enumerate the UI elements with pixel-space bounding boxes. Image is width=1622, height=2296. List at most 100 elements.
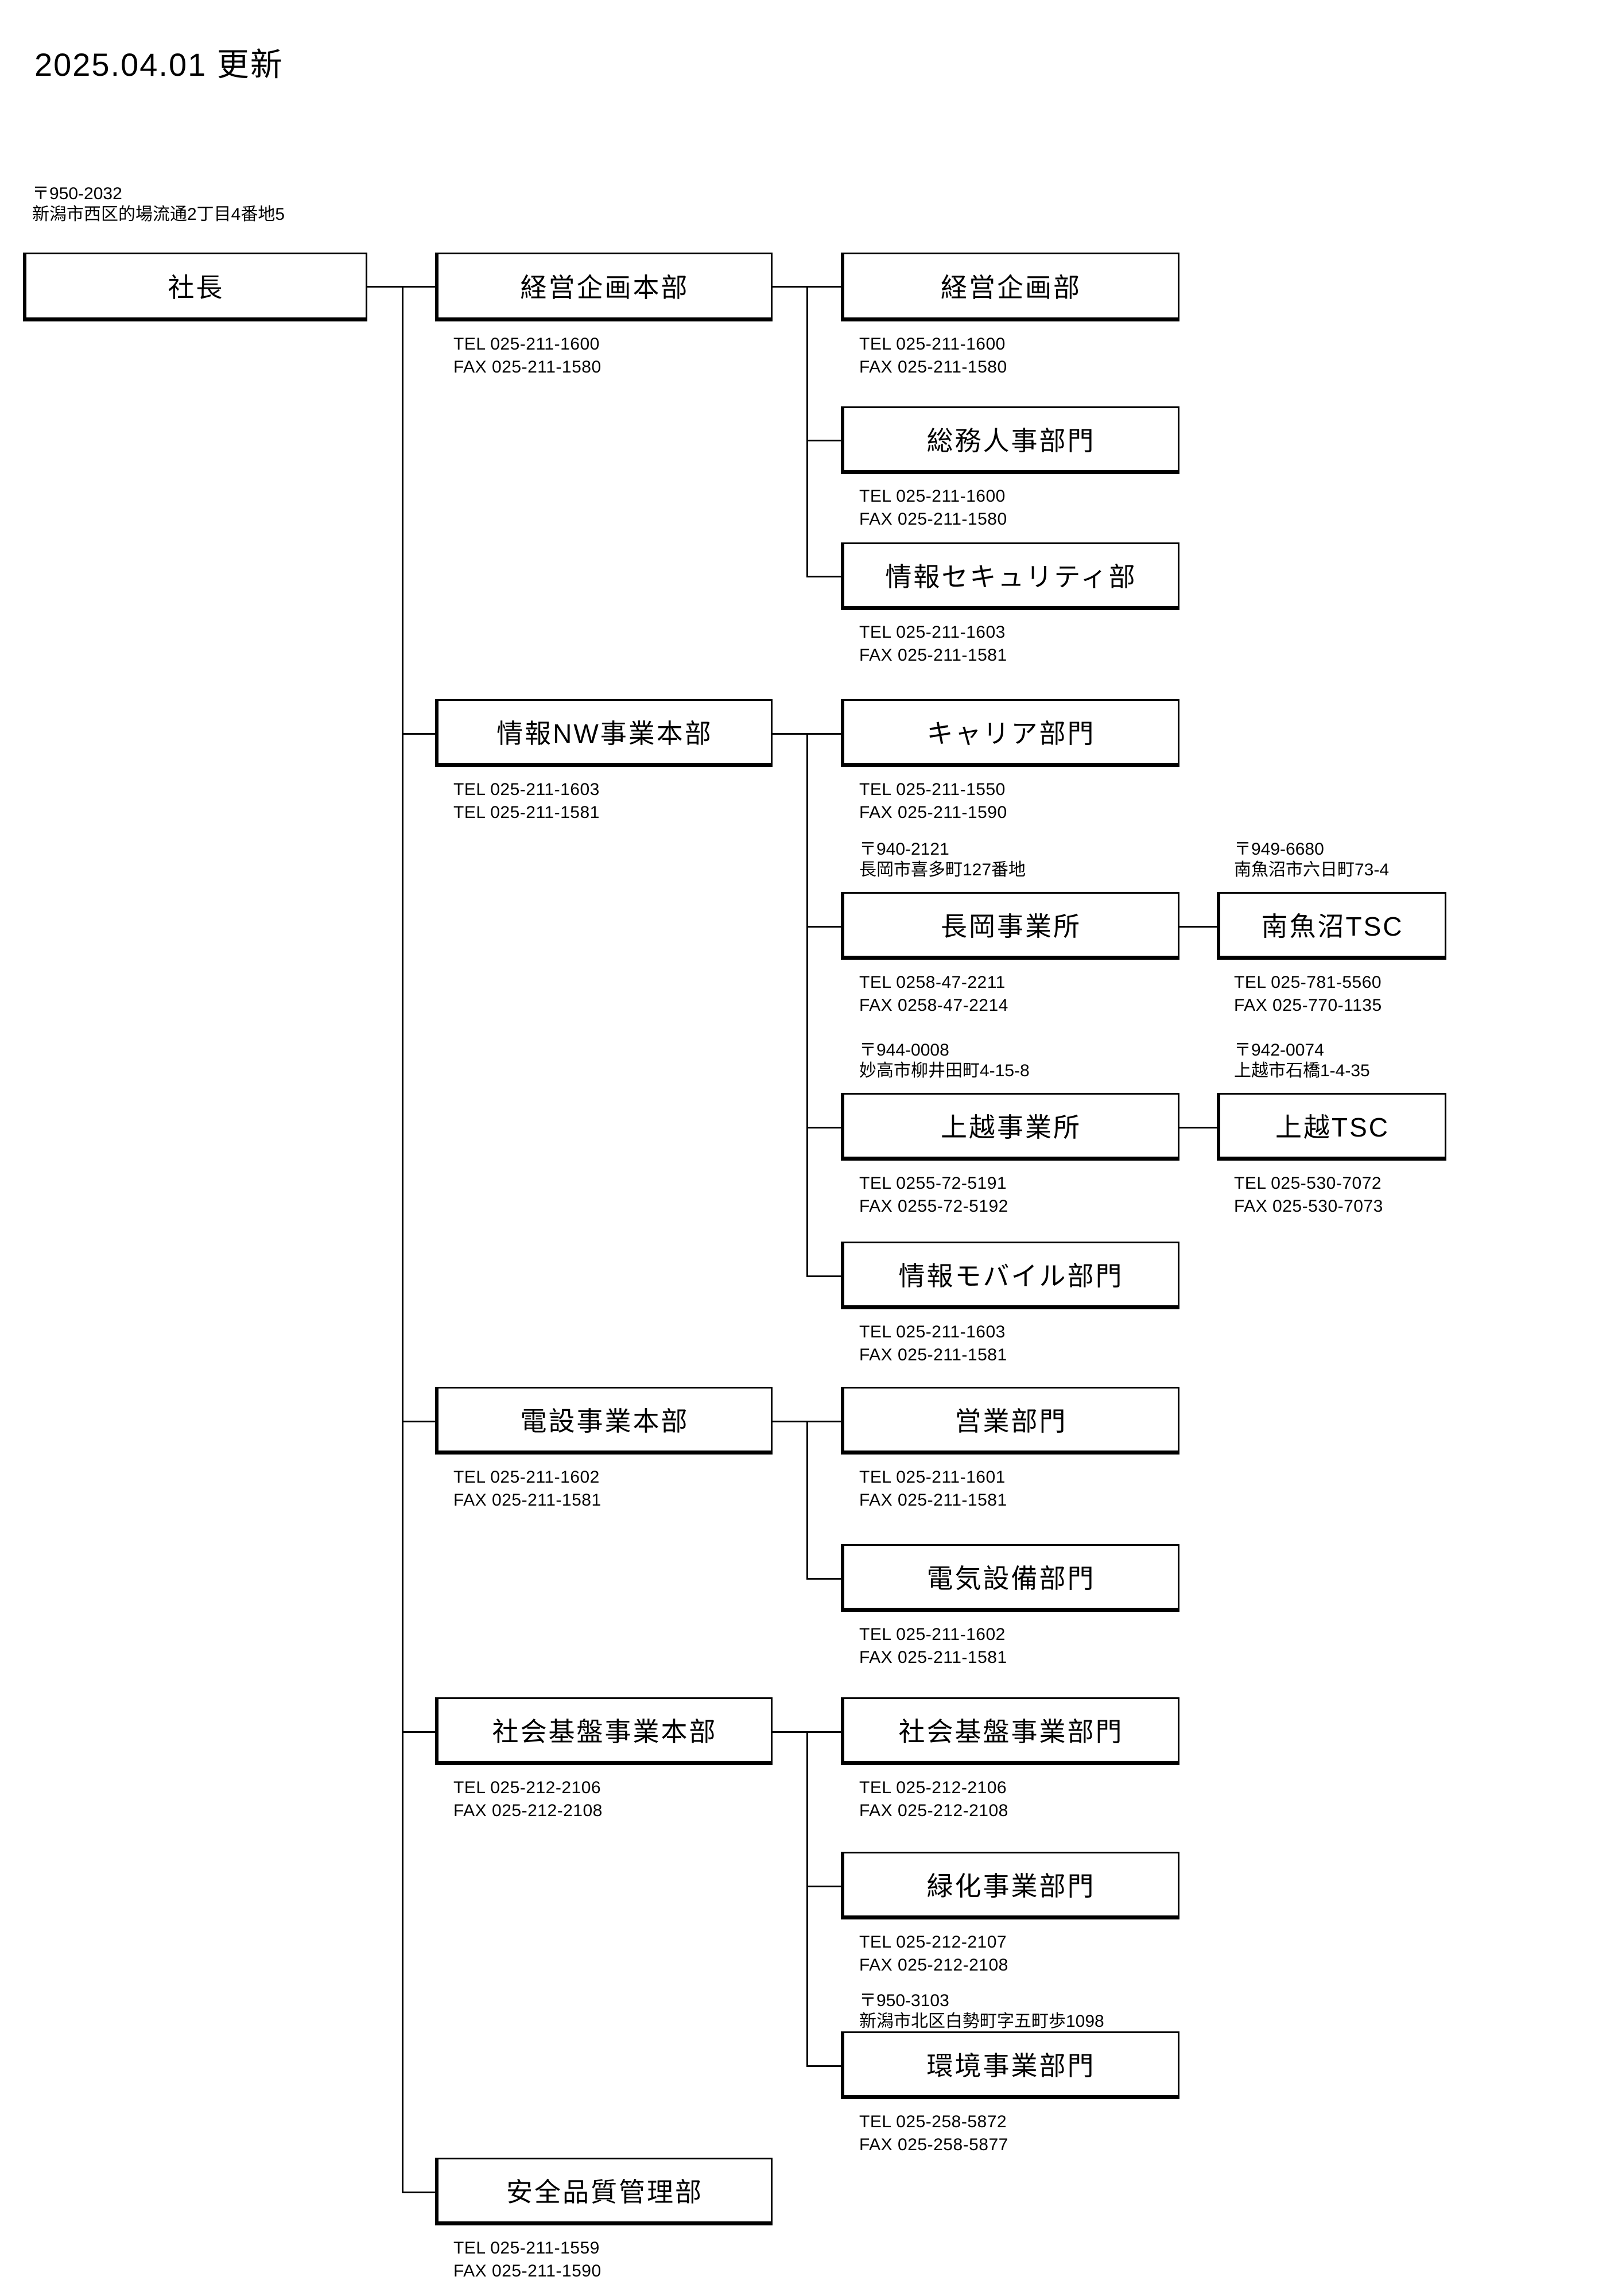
node-hq-infonw[interactable]: 情報NW事業本部 xyxy=(435,699,773,767)
connector-to-dept-security xyxy=(806,576,842,577)
contact-hq-densetsu-fax: FAX 025-211-1581 xyxy=(453,1491,602,1510)
contact-dept-safety-tel: TEL 025-211-1559 xyxy=(453,2239,600,2258)
contact-dept-safety: TEL 025-211-1559 FAX 025-211-1590 xyxy=(453,2237,602,2283)
connector-to-dept-sales xyxy=(806,1421,842,1422)
address-dept-environment-street: 新潟市北区白勢町字五町歩1098 xyxy=(859,2012,1104,2031)
connector-to-dept-environment xyxy=(806,2065,842,2067)
contact-dept-carrier-fax: FAX 025-211-1590 xyxy=(859,803,1007,822)
node-dept-carrier-label: キャリア部門 xyxy=(926,719,1096,748)
node-office-nagaoka[interactable]: 長岡事業所 xyxy=(841,892,1179,960)
node-dept-security[interactable]: 情報セキュリティ部 xyxy=(841,542,1179,610)
connector-to-office-joetsu xyxy=(806,1127,842,1128)
address-tsc-joetsu: 〒942-0074 上越市石橋1-4-35 xyxy=(1234,1040,1370,1081)
contact-office-joetsu-tel: TEL 0255-72-5191 xyxy=(859,1174,1007,1193)
contact-dept-security-fax: FAX 025-211-1581 xyxy=(859,646,1007,665)
connector-branch-planning xyxy=(806,286,808,576)
contact-dept-environment: TEL 025-258-5872 FAX 025-258-5877 xyxy=(859,2111,1008,2157)
node-office-joetsu-label: 上越事業所 xyxy=(941,1112,1081,1142)
address-tsc-joetsu-postal: 〒942-0074 xyxy=(1234,1041,1324,1060)
contact-dept-electric: TEL 025-211-1602 FAX 025-211-1581 xyxy=(859,1623,1007,1669)
connector-nagaoka-to-minamiuonuma-tsc xyxy=(1179,926,1219,928)
address-office-nagaoka-street: 長岡市喜多町127番地 xyxy=(859,860,1026,879)
node-hq-densetsu[interactable]: 電設事業本部 xyxy=(435,1387,773,1455)
address-tsc-joetsu-street: 上越市石橋1-4-35 xyxy=(1234,1061,1370,1080)
node-dept-hr[interactable]: 総務人事部門 xyxy=(841,406,1179,474)
address-office-joetsu-postal: 〒944-0008 xyxy=(859,1041,949,1060)
contact-dept-carrier-tel: TEL 025-211-1550 xyxy=(859,780,1006,799)
contact-dept-infra-fax: FAX 025-212-2108 xyxy=(859,1801,1008,1820)
connector-trunk-main xyxy=(402,286,403,2192)
contact-hq-infra-tel: TEL 025-212-2106 xyxy=(453,1778,602,1797)
connector-to-dept-mobile xyxy=(806,1275,842,1277)
connector-hq-densetsu-out xyxy=(772,1421,808,1422)
contact-dept-sales-tel: TEL 025-211-1601 xyxy=(859,1468,1006,1487)
address-dept-environment-postal: 〒950-3103 xyxy=(859,1991,949,2010)
node-dept-planning[interactable]: 経営企画部 xyxy=(841,253,1179,321)
node-hq-planning-label: 経営企画本部 xyxy=(520,273,689,302)
node-office-joetsu[interactable]: 上越事業所 xyxy=(841,1093,1179,1161)
node-dept-infra[interactable]: 社会基盤事業部門 xyxy=(841,1697,1179,1765)
contact-dept-electric-fax: FAX 025-211-1581 xyxy=(859,1648,1007,1667)
address-tsc-minamiuonuma: 〒949-6680 南魚沼市六日町73-4 xyxy=(1234,839,1389,881)
connector-to-dept-electric xyxy=(806,1578,842,1580)
node-dept-carrier[interactable]: キャリア部門 xyxy=(841,699,1179,767)
address-tsc-minamiuonuma-postal: 〒949-6680 xyxy=(1234,840,1324,859)
connector-branch-densetsu xyxy=(806,1421,808,1578)
address-tsc-minamiuonuma-street: 南魚沼市六日町73-4 xyxy=(1234,860,1390,879)
company-street-address: 新潟市西区的場流通2丁目4番地5 xyxy=(32,205,285,224)
node-dept-mobile[interactable]: 情報モバイル部門 xyxy=(841,1242,1179,1309)
contact-dept-hr-tel: TEL 025-211-1600 xyxy=(859,487,1006,506)
contact-dept-green-tel: TEL 025-212-2107 xyxy=(859,1933,1007,1952)
connector-hq-infonw-out xyxy=(772,733,808,735)
contact-hq-densetsu-tel: TEL 025-211-1602 xyxy=(453,1468,600,1487)
connector-branch-infonw xyxy=(806,733,808,1275)
contact-dept-mobile-tel: TEL 025-211-1603 xyxy=(859,1322,1006,1341)
node-dept-green-label: 緑化事業部門 xyxy=(926,1871,1096,1901)
contact-tsc-joetsu: TEL 025-530-7072 FAX 025-530-7073 xyxy=(1234,1172,1383,1218)
update-date-label: 2025.04.01 更新 xyxy=(34,46,284,83)
node-dept-hr-label: 総務人事部門 xyxy=(926,426,1096,456)
contact-tsc-minamiuonuma-tel: TEL 025-781-5560 xyxy=(1234,973,1382,992)
node-dept-safety-label: 安全品質管理部 xyxy=(506,2177,703,2207)
connector-branch-infra xyxy=(806,1731,808,2065)
node-hq-infra[interactable]: 社会基盤事業本部 xyxy=(435,1697,773,1765)
contact-dept-infra-tel: TEL 025-212-2106 xyxy=(859,1778,1007,1797)
node-tsc-joetsu-label: 上越TSC xyxy=(1275,1112,1390,1142)
contact-dept-mobile-fax: FAX 025-211-1581 xyxy=(859,1345,1007,1364)
contact-tsc-joetsu-fax: FAX 025-530-7073 xyxy=(1234,1197,1383,1216)
contact-hq-infonw: TEL 025-211-1603 TEL 025-211-1581 xyxy=(453,778,600,824)
contact-office-nagaoka-fax: FAX 0258-47-2214 xyxy=(859,996,1008,1015)
connector-to-dept-hr xyxy=(806,440,842,441)
address-office-nagaoka: 〒940-2121 長岡市喜多町127番地 xyxy=(859,839,1026,881)
node-tsc-joetsu[interactable]: 上越TSC xyxy=(1217,1093,1446,1161)
connector-to-dept-planning xyxy=(806,286,842,288)
node-president[interactable]: 社長 xyxy=(23,253,367,321)
node-dept-security-label: 情報セキュリティ部 xyxy=(885,562,1137,592)
contact-dept-planning-fax: FAX 025-211-1580 xyxy=(859,358,1007,377)
contact-dept-mobile: TEL 025-211-1603 FAX 025-211-1581 xyxy=(859,1321,1007,1367)
node-hq-planning[interactable]: 経営企画本部 xyxy=(435,253,773,321)
node-dept-infra-label: 社会基盤事業部門 xyxy=(898,1717,1124,1747)
connector-trunk-to-dept-safety xyxy=(402,2192,437,2193)
node-dept-sales-label: 営業部門 xyxy=(954,1406,1068,1436)
connector-hq-planning-out xyxy=(772,286,808,288)
node-dept-sales[interactable]: 営業部門 xyxy=(841,1387,1179,1455)
contact-hq-infra: TEL 025-212-2106 FAX 025-212-2108 xyxy=(453,1777,603,1822)
node-dept-environment[interactable]: 環境事業部門 xyxy=(841,2031,1179,2099)
contact-dept-hr-fax: FAX 025-211-1580 xyxy=(859,510,1007,529)
contact-dept-carrier: TEL 025-211-1550 FAX 025-211-1590 xyxy=(859,778,1007,824)
node-dept-green[interactable]: 緑化事業部門 xyxy=(841,1852,1179,1919)
node-dept-safety[interactable]: 安全品質管理部 xyxy=(435,2158,773,2225)
contact-dept-environment-tel: TEL 025-258-5872 xyxy=(859,2112,1007,2131)
node-tsc-minamiuonuma[interactable]: 南魚沼TSC xyxy=(1217,892,1446,960)
connector-joetsu-to-joetsu-tsc xyxy=(1179,1127,1219,1128)
node-hq-densetsu-label: 電設事業本部 xyxy=(520,1406,689,1436)
connector-trunk-to-hq-infra xyxy=(402,1731,437,1733)
node-tsc-minamiuonuma-label: 南魚沼TSC xyxy=(1261,912,1404,941)
contact-dept-electric-tel: TEL 025-211-1602 xyxy=(859,1625,1006,1644)
address-office-joetsu-street: 妙高市柳井田町4-15-8 xyxy=(859,1061,1030,1080)
contact-dept-planning: TEL 025-211-1600 FAX 025-211-1580 xyxy=(859,333,1007,379)
contact-dept-sales: TEL 025-211-1601 FAX 025-211-1581 xyxy=(859,1466,1007,1512)
node-dept-electric[interactable]: 電気設備部門 xyxy=(841,1544,1179,1612)
connector-trunk-to-hq-densetsu xyxy=(402,1421,437,1422)
